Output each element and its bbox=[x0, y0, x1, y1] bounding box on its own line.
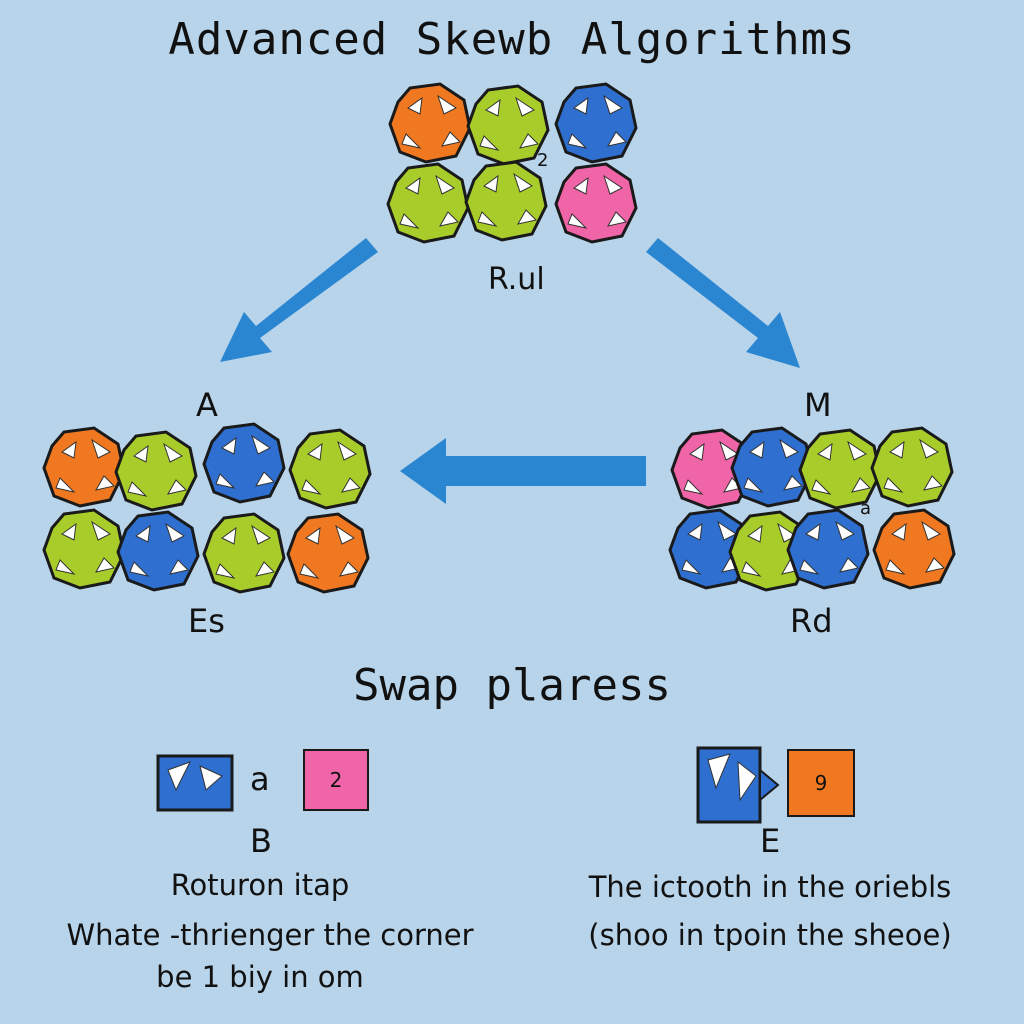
example-right-caption-letter: E bbox=[760, 822, 781, 860]
section-subtitle: Swap plaress bbox=[353, 660, 671, 711]
example-right-description-line2: (shoo in tpoin the sheoe) bbox=[588, 918, 952, 952]
example-left-blue-piece-icon bbox=[156, 754, 234, 812]
arrow-top-right bbox=[646, 238, 800, 368]
right-cluster-bottom-label: Rd bbox=[790, 602, 833, 640]
right-skewb-cluster bbox=[668, 426, 956, 592]
right-cluster-small-label: a bbox=[860, 498, 872, 519]
example-left-caption-letter: B bbox=[250, 822, 272, 860]
page-title: Advanced Skewb Algorithms bbox=[168, 14, 856, 65]
left-cluster-bottom-label: Es bbox=[188, 602, 225, 640]
top-cluster-small-label: 2 bbox=[537, 150, 549, 171]
right-cluster-top-label: M bbox=[804, 386, 832, 424]
left-cluster-top-label: A bbox=[196, 386, 218, 424]
example-left-description-line1: Whate -thrienger the corner bbox=[66, 918, 474, 952]
example-left-letter: a bbox=[250, 760, 270, 798]
example-left-caption: Roturon itap bbox=[170, 868, 350, 902]
example-left-tile-number: 2 bbox=[329, 768, 343, 792]
example-right-blue-piece-icon bbox=[696, 746, 780, 824]
left-skewb-cluster bbox=[42, 422, 372, 594]
example-left-description-line2: be 1 biy in om bbox=[156, 960, 364, 994]
flow-arrows bbox=[220, 238, 800, 504]
arrow-right-to-left bbox=[400, 438, 646, 504]
example-right-orange-tile bbox=[787, 749, 855, 817]
example-right-description-line1: The ictooth in the oriebls bbox=[588, 870, 952, 904]
top-skewb-cluster bbox=[386, 82, 638, 244]
arrow-top-left bbox=[220, 238, 378, 362]
example-right-tile-number: 9 bbox=[814, 771, 828, 795]
example-left-pink-tile bbox=[303, 749, 369, 811]
top-cluster-label: R.ul bbox=[488, 262, 545, 297]
